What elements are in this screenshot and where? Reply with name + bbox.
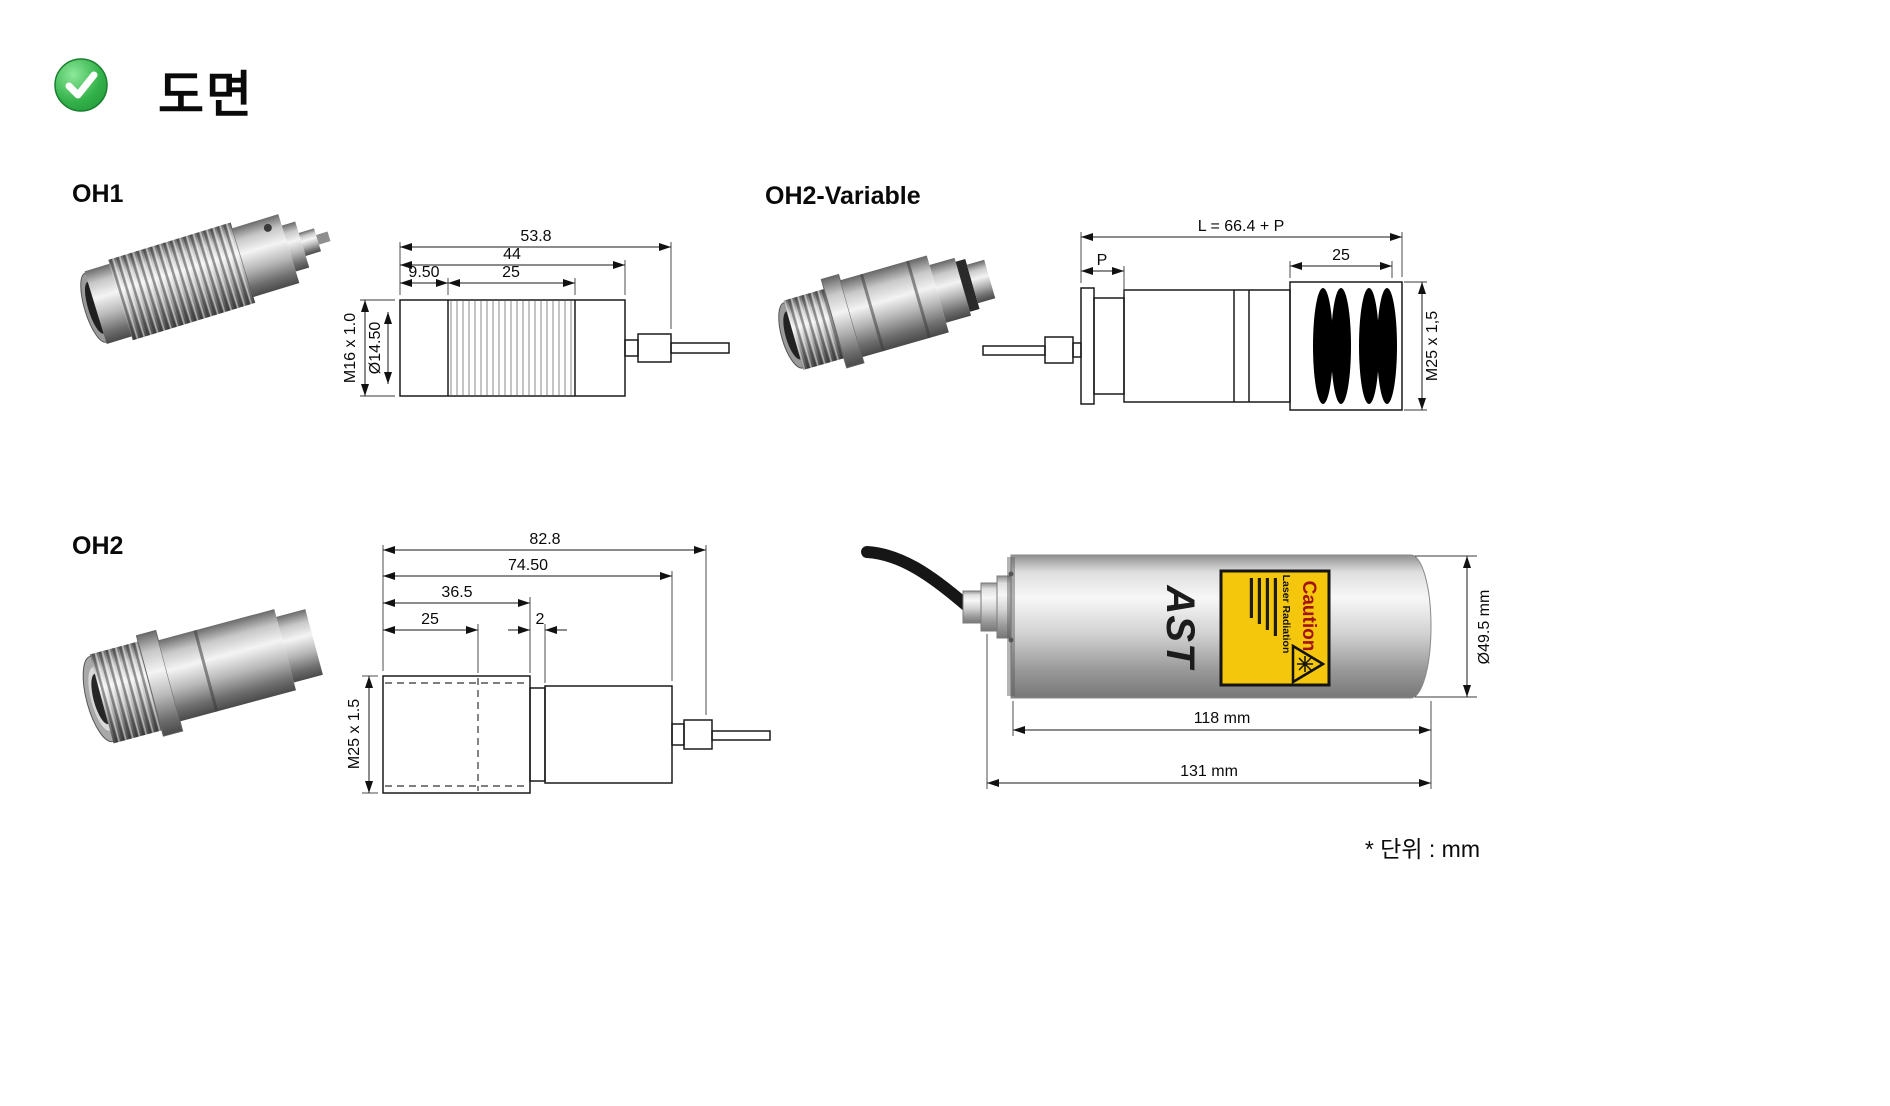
- oh2-outline: [382, 675, 771, 794]
- oh1-photo: [80, 214, 331, 345]
- oh1-dim-thread-length: 25: [502, 264, 520, 281]
- product-dim-body-length: 118 mm: [1194, 710, 1251, 727]
- oh2-dim-body: 74.50: [508, 557, 548, 574]
- oh1-dim-aperture: Ø14.50: [367, 322, 384, 375]
- oh1-drawing: 53.8 44 9.50 25 M16 x 1.0 Ø14.50: [342, 228, 730, 397]
- caution-subtitle: Laser Radiation: [1280, 575, 1292, 654]
- oh2-variable-dim-p: P: [1097, 252, 1108, 269]
- check-circle: [54, 58, 108, 112]
- unit-note: * 단위 : mm: [1364, 836, 1480, 862]
- oh2-variable-sensor-body: [778, 255, 996, 370]
- oh1-sensor-body: [80, 214, 331, 345]
- product-dim-overall-length: 131 mm: [1180, 763, 1238, 780]
- product-photo: AST Caution Laser Radiation: [861, 546, 1432, 699]
- oh2-thread-texture: [89, 641, 162, 744]
- oh2-sensor-body: [82, 609, 323, 744]
- oh2-drawing: 82.8 74.50 36.5 25 2 M25 x 1.5: [346, 531, 771, 794]
- oh1-dim-thread-spec: M16 x 1.0: [342, 313, 359, 383]
- oh2-variable-photo: [778, 255, 996, 370]
- product-brand-logo: AST: [1158, 585, 1202, 672]
- check-mark: [65, 71, 98, 99]
- oh2-variable-dim-lens: 25: [1332, 247, 1350, 264]
- oh2-variable-dim-overall: L = 66.4 + P: [1198, 218, 1285, 235]
- check-icon: [54, 58, 108, 112]
- oh2-variable-outline: [982, 281, 1403, 411]
- caution-title: Caution: [1298, 581, 1319, 652]
- oh2-variable-thread-texture: [783, 289, 844, 370]
- oh2-dim-overall: 82.8: [529, 531, 560, 548]
- oh2-variable-dim-thread-spec: M25 x 1,5: [1424, 311, 1441, 381]
- product-cable: [861, 546, 973, 612]
- oh1-outline: [399, 299, 730, 397]
- product-caution-label: Caution Laser Radiation: [1219, 569, 1331, 687]
- oh2-dim-thread-spec: M25 x 1.5: [346, 699, 363, 769]
- oh1-label: OH1: [72, 180, 124, 208]
- oh2-dimensions: 82.8 74.50 36.5 25 2 M25 x 1.5: [346, 531, 707, 794]
- oh2-variable-dimensions: L = 66.4 + P P 25 M25 x 1,5: [1080, 218, 1441, 411]
- oh2-dim-thread-length: 25: [421, 611, 439, 628]
- oh2-dim-step: 2: [536, 611, 545, 628]
- oh2-dim-front: 36.5: [441, 584, 472, 601]
- laser-starburst-icon: [1297, 656, 1313, 672]
- oh2-photo: [82, 609, 323, 744]
- oh2-variable-label: OH2-Variable: [765, 182, 921, 210]
- oh2-variable-drawing: L = 66.4 + P P 25 M25 x 1,5: [982, 218, 1441, 411]
- oh1-dimensions: 53.8 44 9.50 25 M16 x 1.0 Ø14.50: [342, 228, 672, 397]
- oh1-thread-hatch: [449, 301, 574, 395]
- product-view: AST Caution Laser Radiation Ø49.5 mm: [861, 546, 1493, 789]
- product-dimensions: Ø49.5 mm 118 mm 131 mm: [986, 555, 1493, 789]
- oh1-dim-body: 44: [503, 246, 521, 263]
- oh1-dim-front: 9.50: [408, 264, 439, 281]
- page-title: 도면: [158, 67, 254, 123]
- oh1-dim-overall: 53.8: [520, 228, 551, 245]
- oh2-variable-o-ring: [955, 258, 980, 312]
- caution-fine-print-lines: [1249, 578, 1277, 636]
- oh2-label: OH2: [72, 532, 124, 560]
- product-dim-diameter: Ø49.5 mm: [1476, 590, 1493, 665]
- oh1-thread-texture: [108, 222, 256, 341]
